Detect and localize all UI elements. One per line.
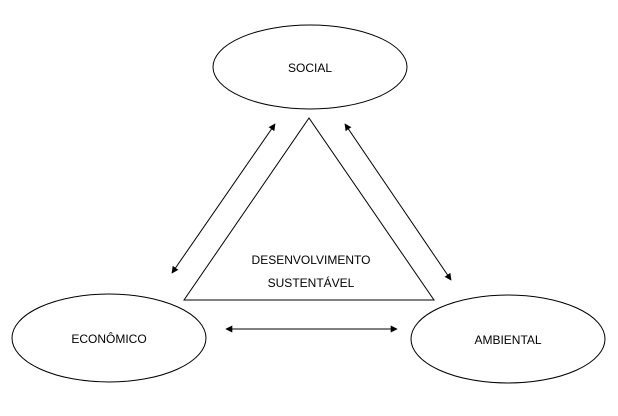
triangle-shape — [183, 117, 435, 301]
node-economico: ECONÔMICO — [11, 293, 207, 383]
ambiental-ellipse — [410, 294, 606, 384]
center-triangle: DESENVOLVIMENTO SUSTENTÁVEL — [183, 117, 435, 301]
center-label-line1: DESENVOLVIMENTO — [252, 253, 371, 267]
economico-ellipse — [11, 293, 207, 383]
social-ellipse — [212, 24, 408, 110]
node-social: SOCIAL — [212, 24, 408, 110]
arrow-social-economico — [171, 123, 276, 274]
social-label: SOCIAL — [288, 61, 332, 75]
economico-label: ECONÔMICO — [71, 331, 146, 346]
arrow-social-ambiental — [344, 123, 452, 281]
ambiental-label: AMBIENTAL — [474, 333, 541, 347]
center-label-line2: SUSTENTÁVEL — [268, 275, 355, 290]
node-ambiental: AMBIENTAL — [410, 294, 606, 384]
